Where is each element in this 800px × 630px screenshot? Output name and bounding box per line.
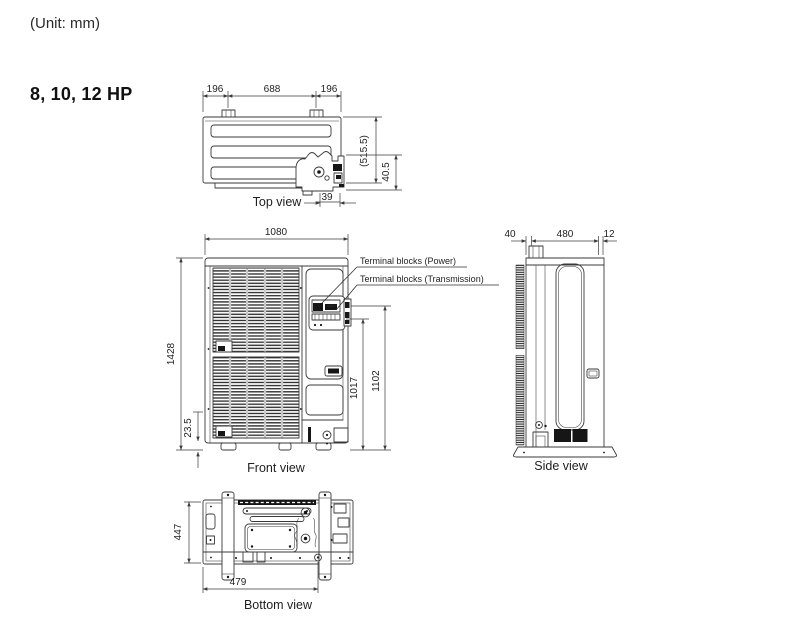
front-foot (220, 442, 237, 451)
top-view-label: Top view (253, 195, 303, 209)
side-view: 40 480 12 (504, 229, 618, 473)
terminal-block-power (313, 303, 323, 311)
front-terminal-height-dimensions: 1017 1102 (346, 305, 391, 451)
dim-top-196-right: 196 (321, 84, 338, 95)
bottom-bolt-hole (314, 553, 322, 562)
top-view-slot (210, 145, 332, 159)
bottom-slot-bar (249, 516, 305, 522)
callout-terminal-power: Terminal blocks (Power) (360, 256, 456, 266)
bottom-right-details (294, 503, 350, 548)
front-foot (315, 442, 332, 451)
dim-top-196-left: 196 (207, 84, 224, 95)
dim-front-1080: 1080 (265, 227, 288, 238)
bottom-slot-bar (242, 507, 312, 515)
bottom-air-band (238, 500, 316, 505)
dim-front-1428: 1428 (166, 342, 177, 365)
front-view: 1080 1428 23.5 (166, 227, 499, 475)
dim-bottom-479: 479 (230, 577, 247, 588)
front-vent-slot (324, 365, 343, 377)
top-view-depth-dimension: (515.5) (343, 116, 382, 184)
bottom-view: 447 479 Bottom view (173, 491, 354, 612)
front-base-dimension: 23.5 (183, 411, 203, 468)
dim-side-480: 480 (557, 229, 574, 240)
front-grille-lower (212, 356, 300, 439)
side-view-body (525, 257, 605, 448)
bottom-left-tab (205, 513, 216, 530)
bottom-pitch-dimension: 479 (202, 562, 319, 593)
bottom-rail-right (318, 491, 332, 581)
dim-front-23-5: 23.5 (183, 418, 194, 438)
bottom-left-tab (206, 535, 215, 545)
terminal-block-assembly (308, 295, 352, 331)
dim-top-40-5: 40.5 (381, 162, 392, 182)
top-view-pipe-offset-dimension: 39 (304, 192, 356, 207)
dim-top-515-5: (515.5) (359, 135, 370, 167)
top-view-width-dimension: 196 688 196 (202, 84, 342, 112)
side-top-bracket (528, 245, 544, 259)
top-view-bracket-right (309, 109, 324, 118)
front-view-label: Front view (247, 461, 306, 475)
bottom-rail-left (221, 491, 235, 581)
top-view-slot (210, 124, 332, 138)
side-drain-hole (535, 421, 543, 429)
side-base-opening (572, 429, 588, 442)
side-handle (586, 368, 600, 379)
dim-front-1017: 1017 (349, 376, 360, 399)
top-view-protrusion-dimension: 40.5 (346, 154, 402, 191)
front-bottom-strip (301, 419, 349, 445)
top-view: 196 688 196 (515.5) 40.5 (202, 84, 402, 209)
side-depth-dimensions: 40 480 12 (504, 229, 617, 255)
unit-note: (Unit: mm) (30, 15, 100, 32)
front-grille-upper (212, 267, 300, 353)
bottom-view-label: Bottom view (244, 598, 313, 612)
side-base-opening (554, 429, 571, 442)
dim-side-12: 12 (603, 229, 615, 240)
side-fins (515, 264, 525, 446)
callout-terminal-transmission: Terminal blocks (Transmission) (360, 274, 484, 284)
model-heading: 8, 10, 12 HP (30, 84, 133, 104)
terminal-block-transmission (325, 304, 337, 310)
front-foot (278, 442, 292, 451)
bottom-strip (202, 551, 354, 563)
terminal-callouts: Terminal blocks (Power) Terminal blocks … (321, 256, 499, 311)
side-view-label: Side view (534, 459, 588, 473)
top-view-bracket-left (221, 109, 236, 118)
dim-bottom-447: 447 (173, 523, 184, 540)
bottom-depth-dimension: 447 (173, 501, 201, 564)
dim-top-688: 688 (264, 84, 281, 95)
side-panel-inner (558, 266, 582, 428)
dim-front-1102: 1102 (371, 370, 382, 392)
top-view-valve-assembly (295, 151, 345, 196)
front-width-dimension: 1080 (204, 227, 349, 255)
front-height-dimension: 1428 (166, 257, 203, 451)
dim-top-39: 39 (321, 192, 333, 203)
dim-side-40: 40 (504, 229, 516, 240)
front-service-panel-lower (305, 384, 344, 416)
side-base-plate (512, 446, 618, 458)
